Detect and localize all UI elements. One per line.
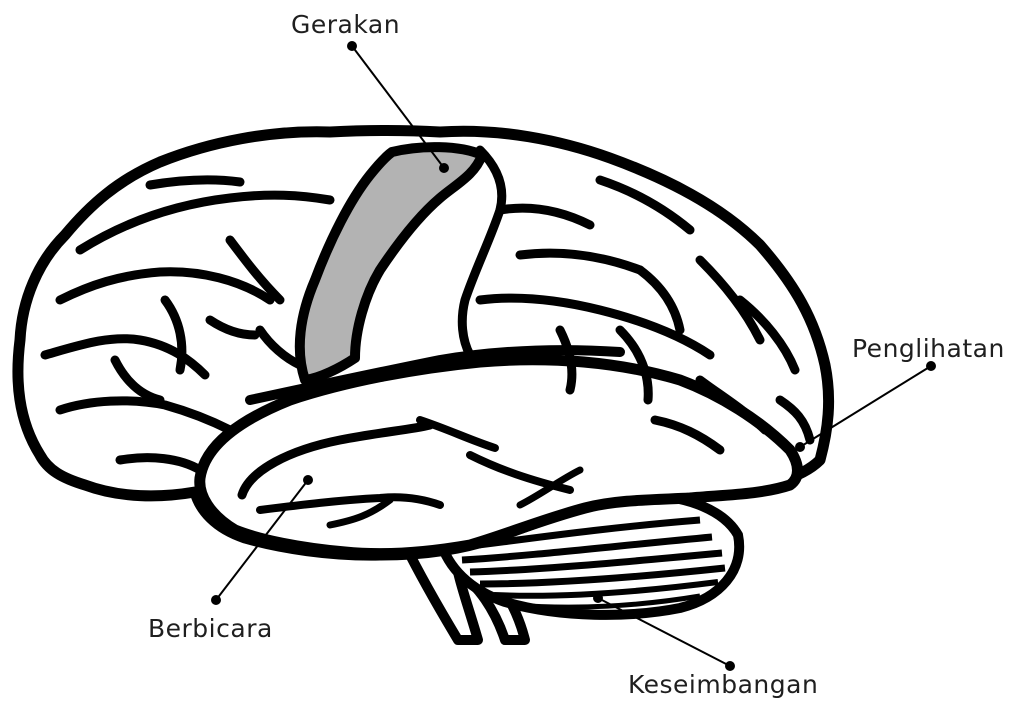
label-speech: Berbicara (148, 614, 273, 643)
label-vision: Penglihatan (852, 334, 1005, 363)
label-movement: Gerakan (291, 10, 400, 39)
label-balance: Keseimbangan (628, 670, 818, 699)
